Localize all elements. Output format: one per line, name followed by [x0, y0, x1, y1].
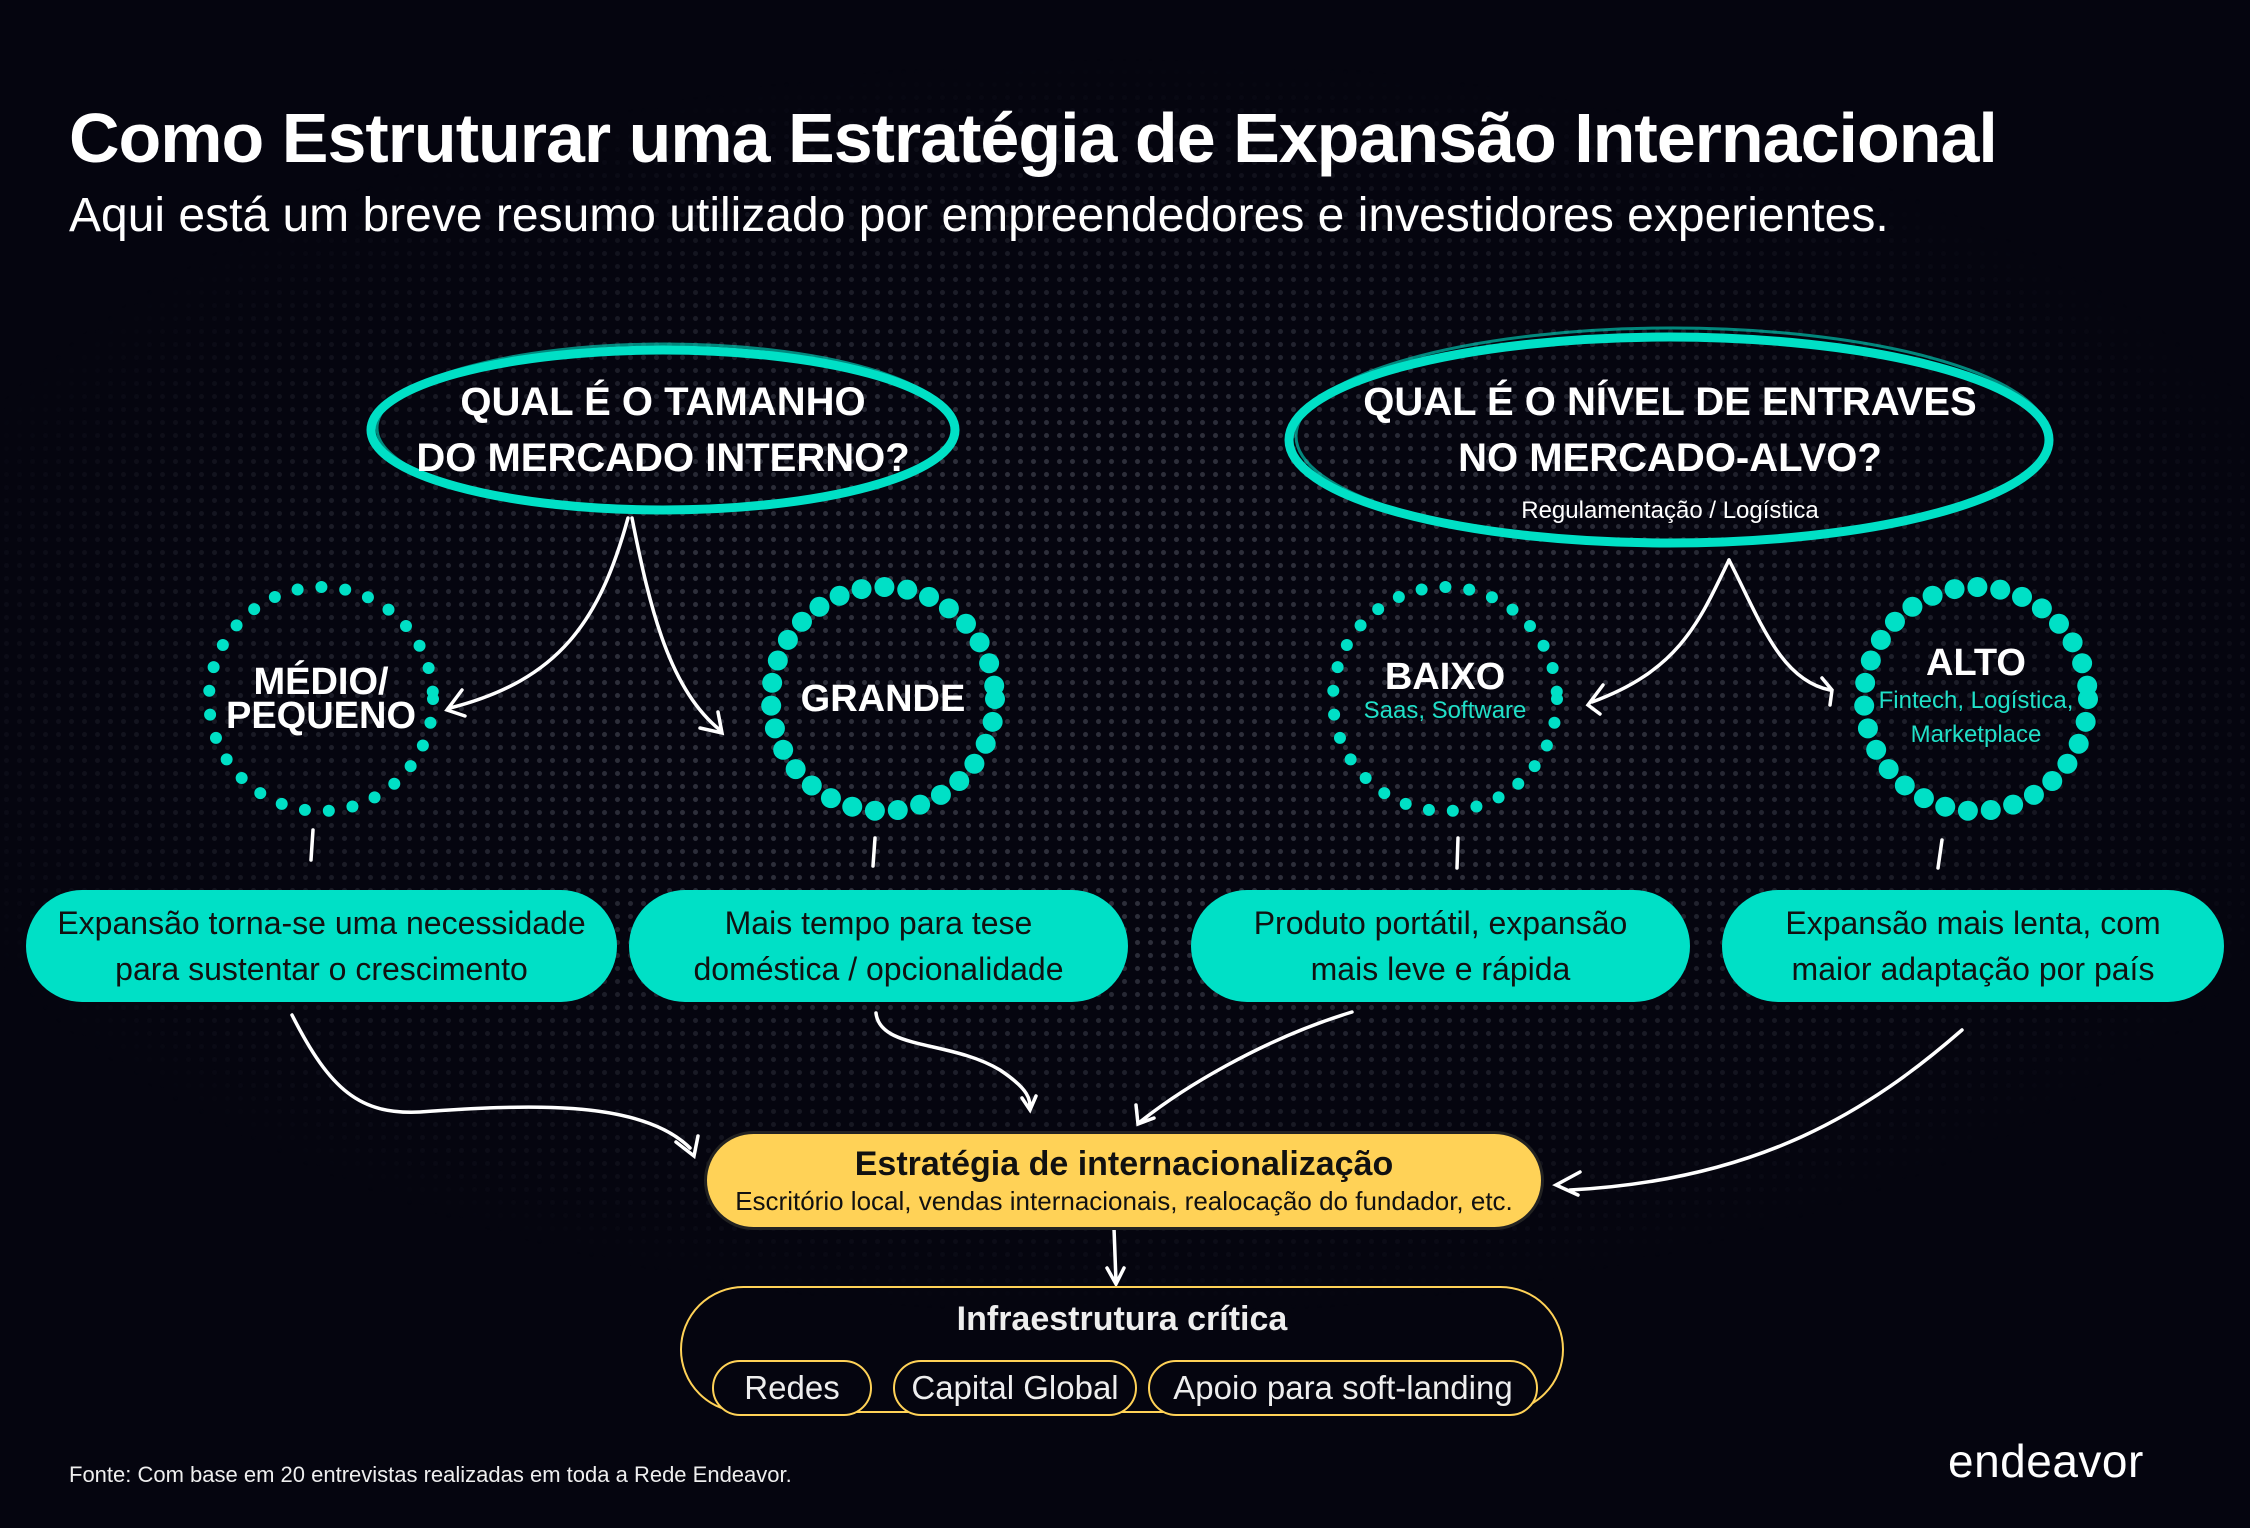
outcome-line: mais leve e rápida [1310, 951, 1571, 987]
outcome-line: Produto portátil, expansão [1253, 905, 1628, 941]
question-market-size: QUAL É O TAMANHO DO MERCADO INTERNO? [370, 374, 956, 486]
strategy-box: Estratégia de internacionalização Escrit… [707, 1134, 1541, 1227]
strategy-title: Estratégia de internacionalização [854, 1145, 1394, 1183]
arrow-medio-to-strategy [290, 1013, 700, 1160]
infra-chip-redes: Redes [712, 1360, 872, 1416]
arrow-alto-to-strategy [1552, 1028, 1964, 1197]
option-circle-medio [203, 581, 439, 817]
option-alto: ALTO Fintech, Logística, Marketplace [1866, 589, 2086, 809]
option-circle-grande [761, 577, 1005, 821]
question-subtitle: Regulamentação / Logística [1521, 497, 1819, 524]
outcome-pill-grande: Mais tempo para tese doméstica / opcional… [629, 890, 1128, 1002]
arrow-to-baixo [1585, 558, 1731, 716]
outcome-line: maior adaptação por país [1791, 951, 2155, 987]
option-label: MÉDIO/ [253, 661, 389, 703]
outcome-line: Mais tempo para tese [724, 905, 1033, 941]
endeavor-logo: endeavor [1948, 1435, 2144, 1487]
option-grande: GRANDE [773, 589, 993, 809]
option-sublabel: Marketplace [1910, 721, 2042, 748]
question-line: DO MERCADO INTERNO? [416, 436, 910, 480]
option-label: ALTO [1926, 642, 2026, 684]
arrow-to-grande [630, 516, 725, 736]
option-circle-alto [1854, 577, 2098, 821]
arrow-to-alto [1727, 558, 1834, 707]
outcome-line: para sustentar o crescimento [115, 951, 528, 987]
option-medio-pequeno: MÉDIO/ PEQUENO [211, 589, 431, 809]
option-label: PEQUENO [225, 695, 417, 737]
strategy-subtitle: Escritório local, vendas internacionais,… [735, 1186, 1513, 1216]
question-barriers: QUAL É O NÍVEL DE ENTRAVES NO MERCADO-AL… [1290, 374, 2050, 528]
option-circle-baixo [1327, 581, 1563, 817]
outcome-pill-alto: Expansão mais lenta, com maior adaptação … [1722, 890, 2224, 1002]
option-baixo: BAIXO Saas, Software [1335, 589, 1555, 809]
outcome-line: doméstica / opcionalidade [693, 951, 1064, 987]
outcome-pill-medio: Expansão torna-se uma necessidade para su… [26, 890, 617, 1002]
page-title: Como Estruturar uma Estratégia de Expans… [69, 99, 1998, 177]
page-subtitle: Aqui está um breve resumo utilizado por … [69, 189, 1889, 242]
outcome-line: Expansão torna-se uma necessidade [57, 905, 586, 941]
question-line: QUAL É O NÍVEL DE ENTRAVES [1363, 380, 1977, 424]
outcome-line: Expansão mais lenta, com [1785, 905, 2161, 941]
question-line: QUAL É O TAMANHO [460, 380, 866, 424]
arrow-to-medio [444, 516, 630, 718]
arrow-grande-to-strategy [874, 1011, 1038, 1114]
option-label: BAIXO [1384, 656, 1506, 698]
infra-chip-capital-global: Capital Global [893, 1360, 1137, 1416]
source-note: Fonte: Com base em 20 entrevistas realiz… [69, 1462, 792, 1487]
question-ellipse-market-size [366, 345, 960, 515]
option-sublabel: Saas, Software [1363, 697, 1527, 724]
option-sublabel: Fintech, Logística, [1878, 687, 2074, 714]
infrastructure-title: Infraestrutura crítica [956, 1300, 1288, 1338]
outcome-pill-baixo: Produto portátil, expansão mais leve e rá… [1191, 890, 1690, 1002]
arrow-strategy-to-infra [1105, 1226, 1126, 1288]
arrow-baixo-to-strategy [1134, 1010, 1354, 1127]
option-label: GRANDE [800, 678, 966, 720]
question-line: NO MERCADO-ALVO? [1458, 436, 1882, 480]
infra-chip-soft-landing: Apoio para soft-landing [1148, 1360, 1538, 1416]
